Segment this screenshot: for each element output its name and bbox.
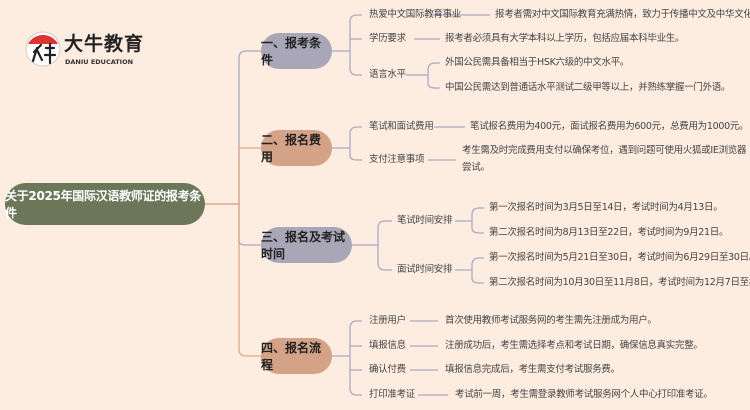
item-detail: 笔试报名费用为400元，面试报名费用为600元，总费用为1000元。 (470, 121, 749, 132)
item-detail: 填报信息完成后，考生需支付考试服务费。 (445, 364, 620, 375)
root-node[interactable]: 关于2025年国际汉语教师证的报考条件 (5, 183, 205, 225)
branch-node-3[interactable]: 三、报名及考试时间 (261, 227, 352, 263)
branch-node-2[interactable]: 二、报名费用 (261, 130, 332, 166)
logo (24, 30, 62, 74)
item-detail: 中国公民需达到普通话水平测试二级甲等以上，并熟练掌握一门外语。 (445, 82, 731, 93)
item-detail: 报考者必须具有大学本科以上学历，包括应届本科毕业生。 (445, 33, 685, 44)
branch-node-1[interactable]: 一、报考条件 (261, 33, 332, 69)
branch-node-4[interactable]: 四、报名流程 (261, 338, 332, 374)
item-detail: 尝试。 (462, 162, 490, 173)
item-detail: 第一次报名时间为3月5日至14日，考试时间为4月13日。 (489, 202, 723, 213)
item-label[interactable]: 热爱中文国际教育事业 (369, 9, 462, 20)
item-detail: 第二次报名时间为10月30日至11月8日，考试时间为12月7日至8日。 (489, 277, 750, 288)
item-label[interactable]: 填报信息 (369, 340, 406, 351)
item-label[interactable]: 面试时间安排 (397, 264, 453, 275)
logo-name: 大牛教育 (64, 33, 145, 55)
item-label[interactable]: 笔试和面试费用 (369, 121, 434, 132)
item-label[interactable]: 打印准考证 (369, 389, 416, 400)
logo-mark-icon (25, 31, 61, 67)
item-label[interactable]: 语言水平 (369, 69, 406, 80)
item-label[interactable]: 确认付费 (369, 364, 406, 375)
item-detail: 首次使用教师考试服务网的考生需先注册成为用户。 (445, 315, 657, 326)
item-label[interactable]: 注册用户 (369, 315, 406, 326)
item-detail: 第一次报名时间为5月21日至30日，考试时间为6月29日至30日。 (489, 252, 750, 263)
item-detail: 外国公民需具备相当于HSK六级的中文水平。 (445, 57, 630, 68)
item-detail: 注册成功后，考生需选择考点和考试日期，确保信息真实完整。 (445, 340, 703, 351)
item-detail: 报考者需对中文国际教育充满热情，致力于传播中文及中华文化。 (495, 9, 750, 20)
item-label[interactable]: 学历要求 (369, 33, 406, 44)
item-detail: 第二次报名时间为8月13日至22日，考试时间为9月21日。 (489, 227, 729, 238)
item-detail: 考生需及时完成费用支付以确保考位，遇到问题可使用火狐或IE浏览器 (462, 145, 747, 156)
item-label[interactable]: 笔试时间安排 (397, 215, 453, 226)
logo-subtitle: DANIU EDUCATION (65, 58, 134, 66)
item-label[interactable]: 支付注意事项 (369, 154, 425, 165)
item-detail: 考试前一周，考生需登录教师考试服务网个人中心打印准考证。 (455, 389, 713, 400)
